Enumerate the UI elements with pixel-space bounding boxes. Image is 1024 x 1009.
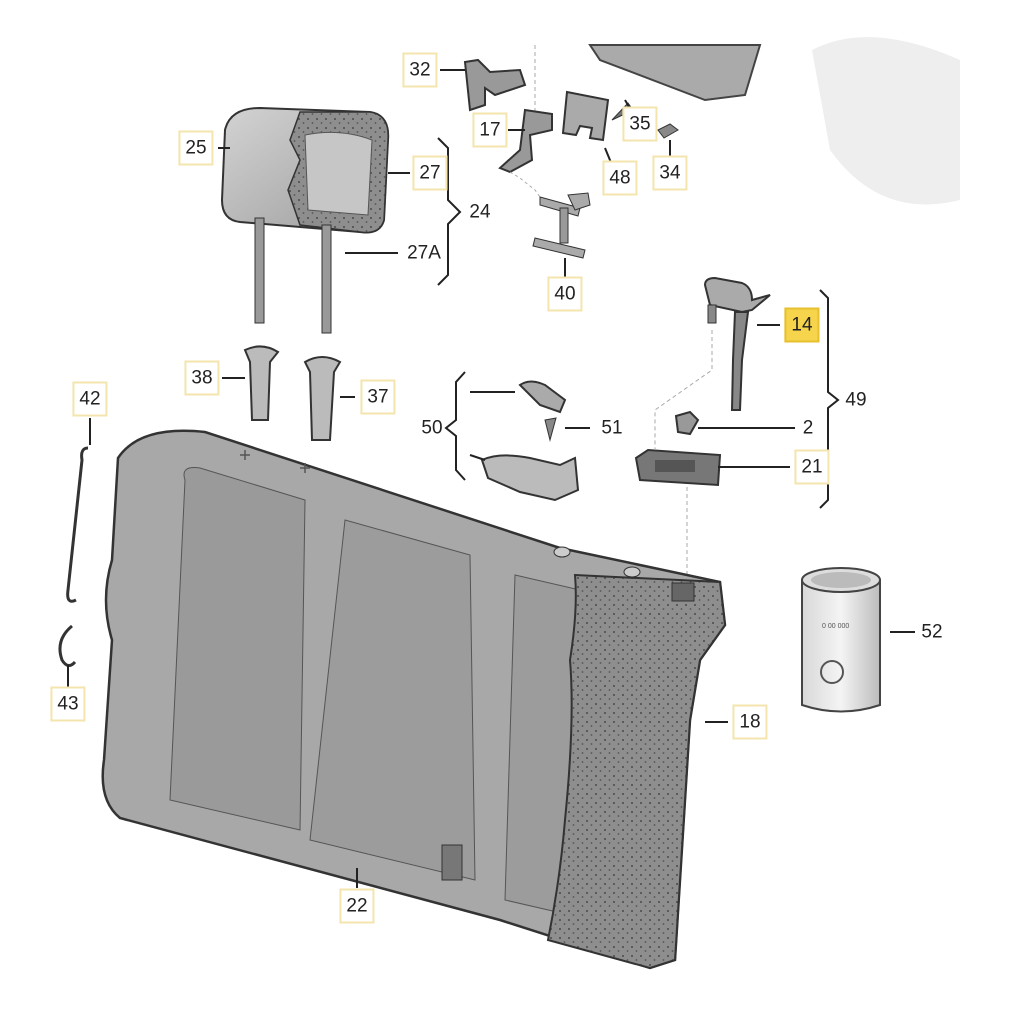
part-label-50[interactable]: 50 xyxy=(421,417,443,439)
leader-lines xyxy=(67,69,915,888)
part-label-42[interactable]: 42 xyxy=(72,381,108,417)
svg-text:0 00 000: 0 00 000 xyxy=(822,623,849,630)
seat-backrest xyxy=(101,429,727,970)
part-label-40[interactable]: 40 xyxy=(547,276,583,312)
part-label-21[interactable]: 21 xyxy=(794,449,830,485)
part-label-22[interactable]: 22 xyxy=(339,888,375,924)
part-label-25[interactable]: 25 xyxy=(178,130,214,166)
part-label-17[interactable]: 17 xyxy=(472,112,508,148)
upper-trim-panel xyxy=(534,37,960,205)
part-label-52[interactable]: 52 xyxy=(921,621,943,643)
part-label-37[interactable]: 37 xyxy=(360,379,396,415)
headrest xyxy=(220,106,390,334)
part-label-43[interactable]: 43 xyxy=(50,686,86,722)
part-label-38[interactable]: 38 xyxy=(184,360,220,396)
part-label-48[interactable]: 48 xyxy=(602,160,638,196)
part-label-35[interactable]: 35 xyxy=(622,106,658,142)
part-label-2[interactable]: 2 xyxy=(802,417,814,439)
part-label-14-highlighted[interactable]: 14 xyxy=(784,307,820,343)
part-label-34[interactable]: 34 xyxy=(652,155,688,191)
part-label-27[interactable]: 27 xyxy=(412,155,448,191)
part-label-18[interactable]: 18 xyxy=(732,704,768,740)
lock-brackets xyxy=(463,58,679,259)
release-lever-assembly xyxy=(634,276,771,585)
part-label-27a[interactable]: 27A xyxy=(407,242,441,264)
part-label-24[interactable]: 24 xyxy=(469,201,491,223)
hooks xyxy=(58,446,89,667)
part-label-32[interactable]: 32 xyxy=(402,52,438,88)
headrest-guides xyxy=(243,345,342,441)
touch-up-canister: 0 00 000 xyxy=(801,567,881,713)
part-label-51[interactable]: 51 xyxy=(601,417,623,439)
part-label-49[interactable]: 49 xyxy=(845,389,867,411)
cupholder-parts xyxy=(480,380,580,502)
